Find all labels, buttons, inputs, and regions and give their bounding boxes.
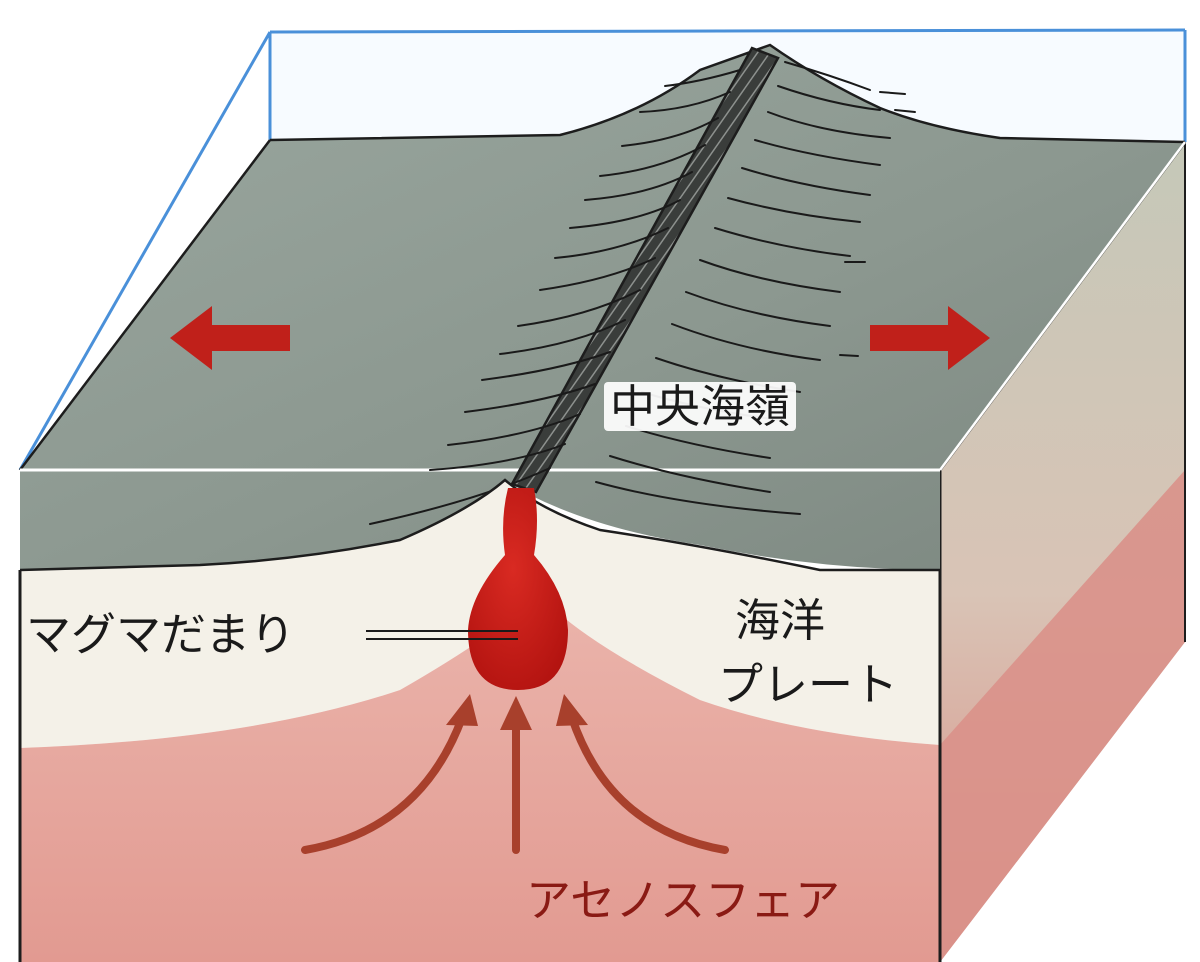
spread-right-arrow-icon: [870, 306, 990, 370]
upwelling-arrow-icon: [500, 696, 532, 730]
label-oceanic-plate-line2: プレート: [718, 658, 899, 711]
upwelling-arrow-icon: [556, 694, 588, 726]
upwelling-arrow-icon: [568, 714, 729, 854]
seafloor-surface: [19, 43, 1187, 570]
upwelling-arrows: [301, 694, 729, 854]
asthenosphere-section: [20, 610, 940, 962]
block-front-outline: [18, 570, 942, 962]
label-oceanic-plate-line1: 海洋: [735, 594, 826, 647]
spread-left-arrow-icon: [170, 306, 290, 370]
upwelling-arrow-icon: [446, 694, 478, 726]
upwelling-arrow-icon: [301, 714, 466, 854]
label-magma-chamber: マグマだまり: [26, 608, 296, 661]
magma-leader-line: [366, 630, 518, 640]
ridge-axis: [510, 46, 780, 494]
label-asthenosphere: アセノスフェア: [526, 874, 841, 927]
label-mid-ocean-ridge: 中央海嶺: [604, 382, 797, 431]
